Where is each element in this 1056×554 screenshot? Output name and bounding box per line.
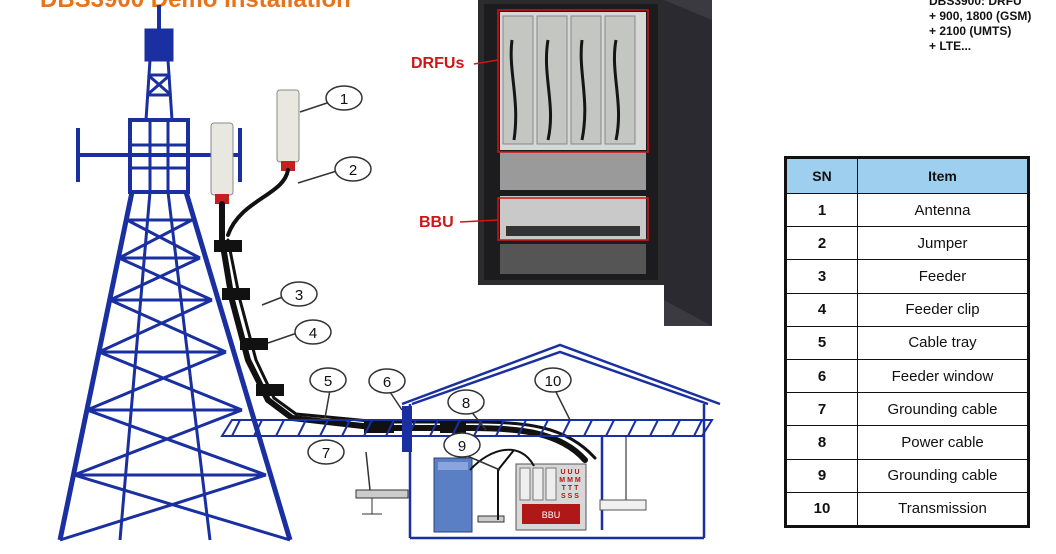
- callout-7: 7: [322, 445, 330, 462]
- callouts: [261, 85, 572, 491]
- power-cabinet: [433, 457, 473, 533]
- row-sn: 9: [785, 458, 858, 493]
- callout-4: 4: [309, 325, 317, 342]
- bts-cabinet: BBU U U U M M M T T T S S S: [515, 463, 587, 531]
- row-sn: 3: [785, 259, 858, 294]
- svg-text:T T T: T T T: [562, 485, 579, 492]
- note-line: + 900, 1800 (GSM): [929, 9, 1032, 23]
- row-item: Feeder window: [857, 358, 1029, 394]
- technology-note: DBS3900: DRFU + 900, 1800 (GSM) + 2100 (…: [929, 0, 1031, 54]
- row-item: Feeder: [857, 259, 1029, 294]
- row-sn: 2: [785, 226, 858, 261]
- header-item: Item: [857, 157, 1029, 194]
- row-sn: 5: [785, 325, 858, 360]
- antenna: [210, 89, 300, 204]
- row-sn: 7: [785, 392, 858, 427]
- bts-cabinet-photo: [459, 0, 712, 326]
- row-sn: 4: [785, 292, 858, 327]
- callout-6: 6: [383, 374, 391, 391]
- row-item: Transmission: [857, 491, 1029, 527]
- indoor-cables: [469, 448, 535, 520]
- bbu-box-label: BBU: [542, 510, 561, 520]
- row-item: Antenna: [857, 192, 1029, 228]
- note-line: + LTE...: [929, 39, 972, 53]
- row-sn: 8: [785, 425, 858, 460]
- bbu-label: BBU: [419, 214, 454, 231]
- svg-text:M M M: M M M: [559, 477, 581, 484]
- cable-tray: [220, 419, 714, 437]
- callout-8: 8: [462, 395, 470, 412]
- row-sn: 10: [785, 491, 858, 527]
- row-sn: 1: [785, 192, 858, 228]
- row-item: Cable tray: [857, 325, 1029, 360]
- callout-3: 3: [295, 287, 303, 304]
- diagram-title: DBS3900 Demo Installation: [40, 0, 351, 14]
- callout-10: 10: [545, 373, 562, 390]
- row-item: Grounding cable: [857, 458, 1029, 493]
- callout-1: 1: [340, 91, 348, 108]
- callout-2: 2: [349, 162, 357, 179]
- callout-9: 9: [458, 438, 466, 455]
- row-item: Grounding cable: [857, 392, 1029, 427]
- callout-5: 5: [324, 373, 332, 390]
- note-line: + 2100 (UMTS): [929, 24, 1012, 38]
- feeder-window: [402, 406, 412, 452]
- note-line: DBS3900: DRFU: [929, 0, 1022, 8]
- row-item: Jumper: [857, 226, 1029, 261]
- header-sn: SN: [785, 157, 858, 194]
- drfu-label: DRFUs: [411, 55, 465, 72]
- row-item: Power cable: [857, 425, 1029, 460]
- tower: [57, 5, 293, 542]
- transmission-unit: [599, 499, 647, 511]
- svg-text:U U U: U U U: [560, 469, 579, 476]
- grounding-bar: [355, 489, 505, 523]
- svg-text:S S S: S S S: [561, 493, 579, 500]
- row-item: Feeder clip: [857, 292, 1029, 327]
- feeder-clip: [214, 240, 466, 433]
- row-sn: 6: [785, 358, 858, 394]
